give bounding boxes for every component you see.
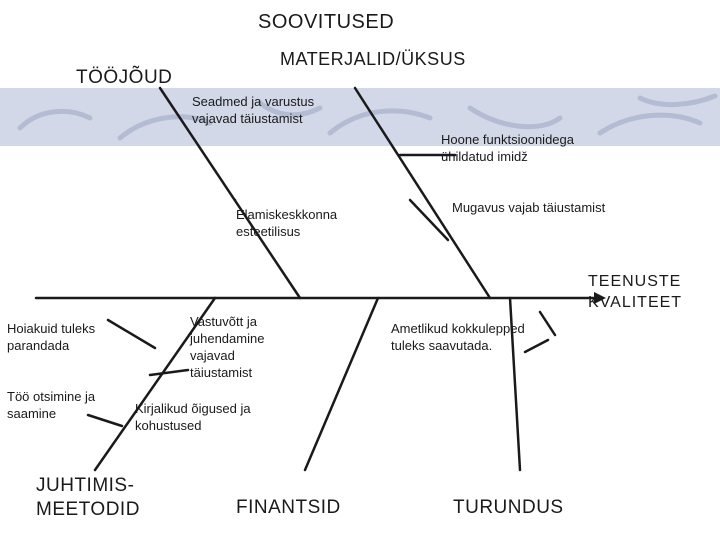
category-materials: MATERJALID/ÜKSUS xyxy=(280,49,466,69)
cause-comfort: Mugavus vajab täiustamist xyxy=(452,200,606,215)
rib-comfort xyxy=(408,198,450,242)
rib-agreement-1 xyxy=(538,310,557,337)
bone-marketing xyxy=(508,296,522,472)
rib-jobseek xyxy=(86,413,124,428)
cause-reception: Vastuvõtt ja juhendamine vajavad täiusta… xyxy=(190,314,265,380)
rib-attitude xyxy=(106,318,157,350)
cause-environment-aesthetics: Elamiskeskkonna esteetilisus xyxy=(236,207,338,239)
arrowhead-icon xyxy=(594,292,606,304)
page-title: SOOVITUSED xyxy=(258,11,395,33)
swirl-pattern-icon xyxy=(17,93,718,141)
effect-label: TEENUSTE KVALITEET xyxy=(588,273,683,311)
bone-methods xyxy=(93,296,217,472)
bone-finance xyxy=(303,296,380,472)
bone-materials xyxy=(353,86,492,300)
category-marketing: TURUNDUS xyxy=(453,497,564,518)
rib-agreement-2 xyxy=(523,338,550,354)
category-finance: FINANTSID xyxy=(236,497,341,518)
cause-written-rights: Kirjalikud õigused ja kohustused xyxy=(135,401,251,433)
cause-equipment: Seadmed ja varustus vajavad täiustamist xyxy=(192,94,315,126)
cause-attitude: Hoiakuid tuleks parandada xyxy=(7,321,96,353)
cause-job-seeking: Töö otsimine ja saamine xyxy=(7,389,96,421)
bone-tools xyxy=(158,86,302,300)
category-tools: TÖÖJÕUD xyxy=(76,67,173,88)
cause-building-image: Hoone funktsioonidega ühildatud imidž xyxy=(441,132,574,164)
category-methods: JUHTIMIS- MEETODID xyxy=(36,475,140,520)
cause-agreements: Ametlikud kokkulepped tuleks saavutada. xyxy=(391,321,525,353)
rib-reception xyxy=(148,368,190,377)
